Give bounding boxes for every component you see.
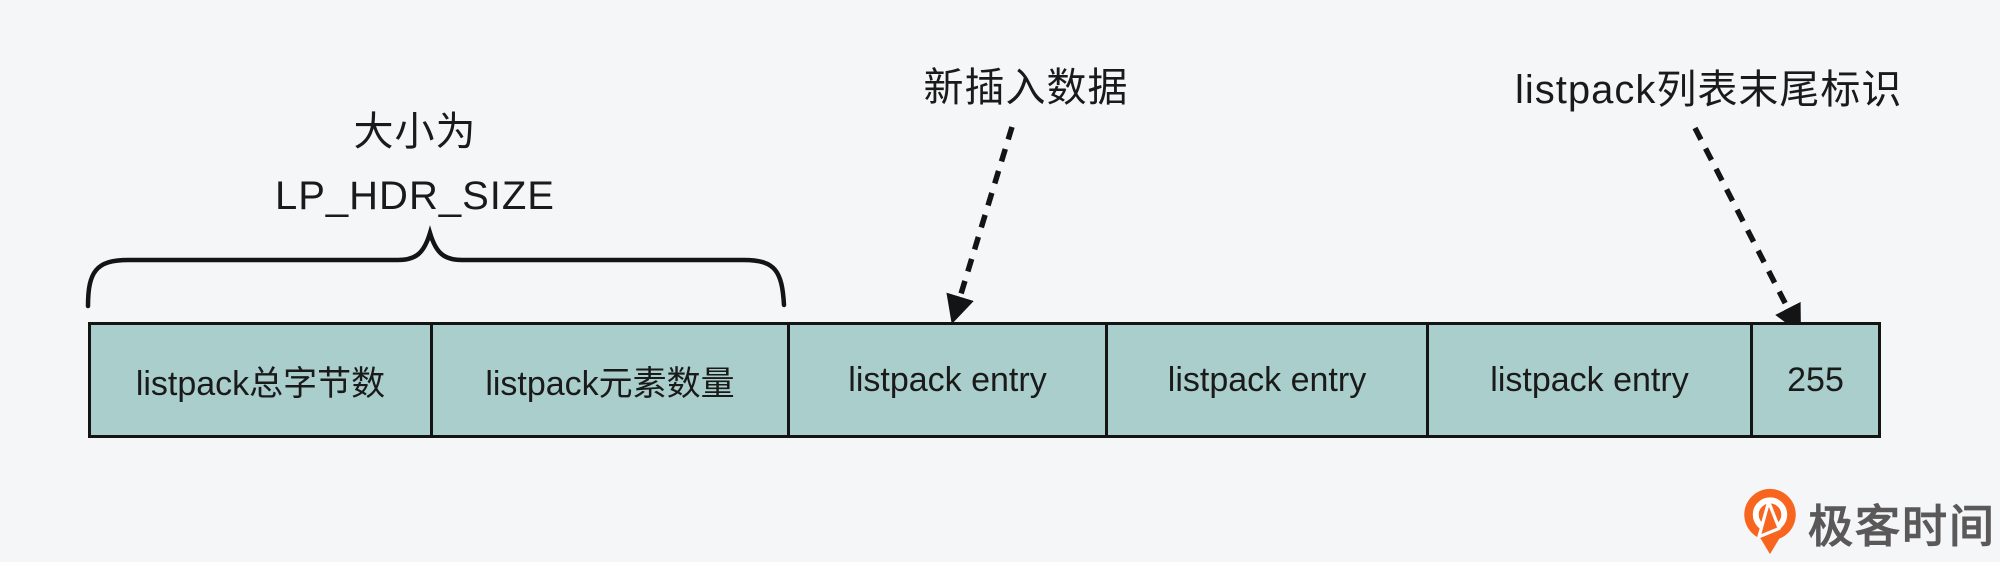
end-marker-arrow xyxy=(1692,126,1802,334)
geektime-logo-icon xyxy=(1744,488,1796,555)
geektime-brand: 极客时间 xyxy=(1742,488,1996,556)
header-size-label: 大小为 LP_HDR_SIZE xyxy=(115,100,715,228)
cell-entry-2: listpack entry xyxy=(1105,325,1426,435)
cell-entry-3: listpack entry xyxy=(1426,325,1750,435)
brace-lp-hdr-size xyxy=(85,225,787,309)
end-marker-label: listpack列表末尾标识 xyxy=(1515,68,1903,112)
new-data-arrow xyxy=(946,126,1015,325)
header-size-label-line2: LP_HDR_SIZE xyxy=(275,174,555,218)
cell-total-bytes: listpack总字节数 xyxy=(135,364,386,403)
cell-element-count: listpack元素数量 xyxy=(430,325,787,435)
cell-end-byte-255: 255 xyxy=(1750,325,1878,435)
header-size-label-line1: 大小为 xyxy=(353,110,477,154)
new-data-label: 新插入数据 xyxy=(923,66,1129,110)
cell-entry-1: listpack entry xyxy=(787,325,1105,435)
geektime-logo-text: 极客时间 xyxy=(1808,500,1997,552)
listpack-bar: listpack总字节数 listpack元素数量 listpack entry… xyxy=(88,322,1881,438)
